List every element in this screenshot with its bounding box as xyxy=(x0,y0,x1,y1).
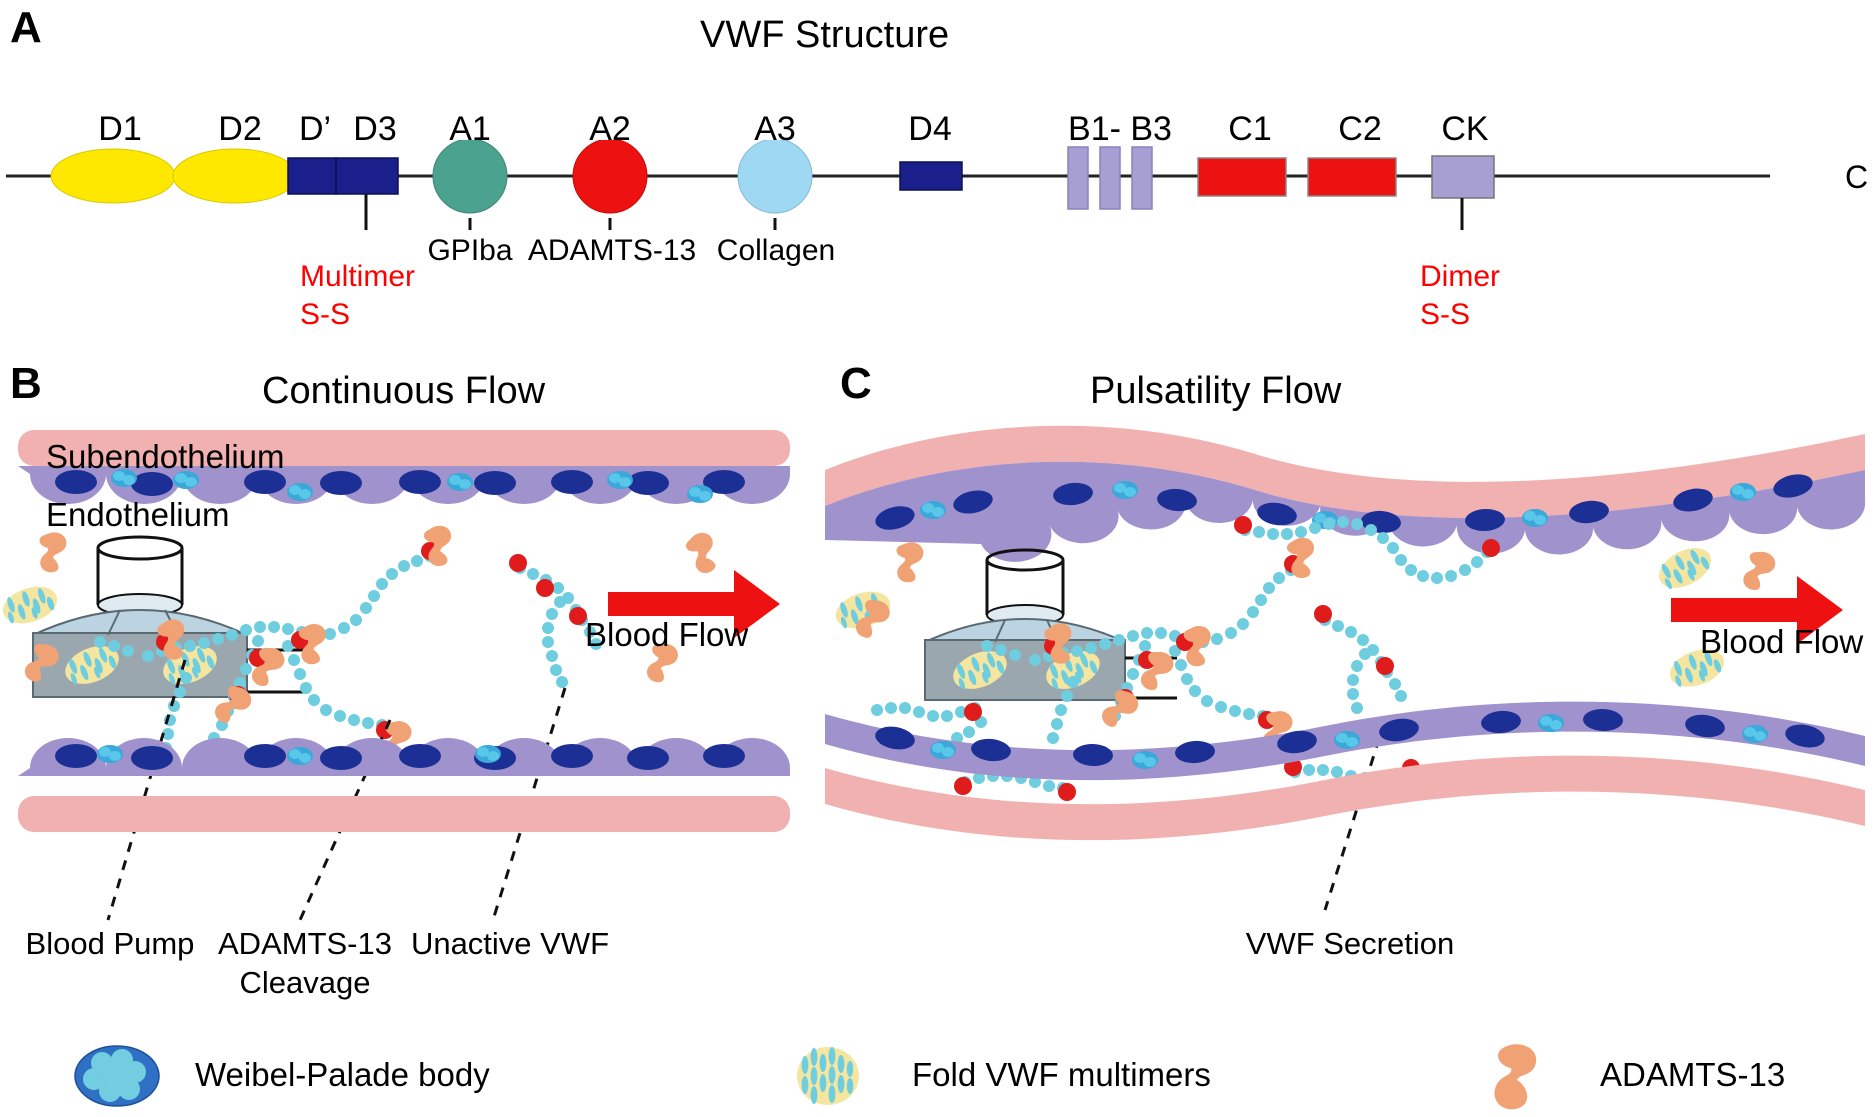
subendothelium-label: Subendothelium xyxy=(46,438,285,475)
panel-c-vessel-diagram xyxy=(825,425,1866,911)
callout-leader-lines-c xyxy=(1323,719,1387,911)
domain-label-d3: D3 xyxy=(353,110,397,148)
subendothelium-band-top-wavy xyxy=(825,425,1865,518)
domain-label-c2: C2 xyxy=(1338,110,1382,148)
legend-icon-fold-vwf-multimers xyxy=(797,1047,859,1105)
domain-label-d2: D2 xyxy=(218,110,262,148)
subendothelium-band-bottom xyxy=(18,796,790,832)
panel-b-letter: B xyxy=(10,359,42,408)
fold-multimer-icon xyxy=(0,580,62,630)
domain-shape-b1 xyxy=(1067,146,1089,210)
c-terminus-label: C xyxy=(1845,159,1869,195)
blood-pump-device xyxy=(32,535,305,698)
domain-label-d4: D4 xyxy=(908,110,952,148)
domain-shape-dprime xyxy=(287,157,337,195)
panel-b-title: Continuous Flow xyxy=(262,370,546,412)
adamts13-icon xyxy=(39,532,67,573)
legend-icon-weibel-palade-body xyxy=(74,1045,160,1107)
domain-label-ck: CK xyxy=(1441,110,1489,148)
callout-vwf-secretion: VWF Secretion xyxy=(1245,926,1455,961)
domain-shape-c1 xyxy=(1197,157,1287,197)
blood-flow-arrow-c xyxy=(1671,576,1843,644)
callout-adamts13-cleavage-line1: ADAMTS-13 xyxy=(218,926,392,961)
domain-shape-b3 xyxy=(1131,146,1153,210)
panel-a-letter: A xyxy=(10,3,42,52)
panel-c-blood-flow-label: Blood Flow xyxy=(1700,623,1864,660)
callout-leader-lines xyxy=(106,659,567,921)
endothelium-layer-top xyxy=(18,466,790,504)
domain-shape-c2 xyxy=(1307,157,1397,197)
adamts13-icon xyxy=(896,542,924,583)
multimer-ss-label: Multimer S-S xyxy=(300,258,415,333)
domain-shape-b2 xyxy=(1099,146,1121,210)
legend-label-weibel-palade-body: Weibel-Palade body xyxy=(195,1056,490,1093)
domain-label-c1: C1 xyxy=(1228,110,1272,148)
endothelium-layer-bottom xyxy=(18,738,790,776)
vwf-multimer-chains-c xyxy=(871,516,1493,794)
legend-label-adamts13: ADAMTS-13 xyxy=(1600,1056,1786,1093)
domain-shape-ck xyxy=(1431,155,1495,199)
ligand-label-gpiba: GPIba xyxy=(427,234,513,267)
adamts13-icon xyxy=(1740,548,1779,595)
panel-c-title: Pulsatility Flow xyxy=(1090,370,1342,412)
callout-unactive-vwf: Unactive VWF xyxy=(410,926,610,961)
dimer-ss-line1: Dimer xyxy=(1420,260,1500,293)
legend-label-fold-vwf-multimers: Fold VWF multimers xyxy=(912,1056,1211,1093)
blood-pump-device-c xyxy=(924,548,1177,701)
domain-shape-d4 xyxy=(899,161,963,191)
dimer-ss-line2: S-S xyxy=(1420,297,1471,331)
fold-multimer-icon xyxy=(1652,539,1718,597)
dimer-ss-label: Dimer S-S xyxy=(1420,258,1500,333)
callout-adamts13-cleavage-line2: Cleavage xyxy=(239,964,371,1000)
domain-shape-a1 xyxy=(432,140,508,214)
panel-c-letter: C xyxy=(840,359,872,408)
domain-shape-d1 xyxy=(50,148,176,204)
domain-label-d1: D1 xyxy=(98,110,142,148)
domain-shape-a2 xyxy=(572,140,648,214)
legend-icon-adamts13 xyxy=(1494,1044,1537,1110)
callout-adamts13-cleavage: ADAMTS-13 Cleavage xyxy=(215,925,395,1003)
adamts13-icon xyxy=(683,529,725,577)
panel-a-title: VWF Structure xyxy=(700,14,950,56)
vwf-domain-diagram xyxy=(6,140,1770,230)
endothelium-label: Endothelium xyxy=(46,496,230,533)
blood-flow-arrow xyxy=(608,570,780,638)
ligand-label-adamts13: ADAMTS-13 xyxy=(527,234,697,267)
subendothelium-band-top xyxy=(18,430,790,466)
endothelium-layer-bottom-c xyxy=(825,701,1865,781)
panel-b-vessel-diagram xyxy=(0,430,790,921)
domain-label-dprime: D’ xyxy=(298,110,332,148)
subendothelium-band-bottom-wavy xyxy=(825,755,1865,841)
panel-b-blood-flow-label: Blood Flow xyxy=(585,616,749,653)
multimer-ss-line2: S-S xyxy=(300,297,351,331)
endothelium-layer-top-c xyxy=(825,461,1866,562)
domain-label-b1-b3: B1- B3 xyxy=(1068,110,1172,148)
callout-blood-pump: Blood Pump xyxy=(25,926,195,961)
domain-shape-d3 xyxy=(335,157,399,195)
domain-shape-d2 xyxy=(172,148,298,204)
ligand-label-collagen: Collagen xyxy=(716,234,836,267)
multimer-ss-line1: Multimer xyxy=(300,260,416,293)
domain-shape-a3 xyxy=(737,140,813,214)
